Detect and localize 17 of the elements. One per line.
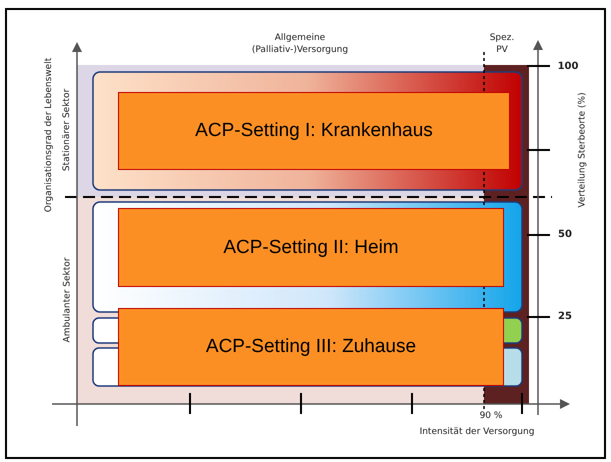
sector-label: Ambulanter Sektor (60, 258, 73, 342)
sector-label: Stationärer Sektor (61, 88, 74, 172)
setting-box (118, 208, 504, 287)
setting-box (118, 92, 510, 170)
setting-title: ACP-Setting II: Heim (223, 236, 399, 258)
axis-title: Organisationsgrad der Lebenswelt (43, 58, 56, 212)
axis-value: 90 % (478, 410, 504, 422)
setting-title: ACP-Setting I: Krankenhaus (195, 120, 433, 142)
column-heading: Allgemeine (Palliativ-)Versorgung (250, 32, 350, 56)
setting-box (118, 308, 504, 386)
axis-title: Verteilung Sterbeorte (%) (576, 92, 588, 208)
axis-value: 50 (557, 229, 573, 241)
setting-title: ACP-Setting III: Zuhause (206, 336, 416, 358)
axis-value: 25 (557, 311, 573, 323)
axis-value: 100 (556, 61, 580, 73)
column-heading: Spez. PV (488, 32, 516, 56)
axis-title: Intensität der Versorgung (418, 426, 536, 438)
